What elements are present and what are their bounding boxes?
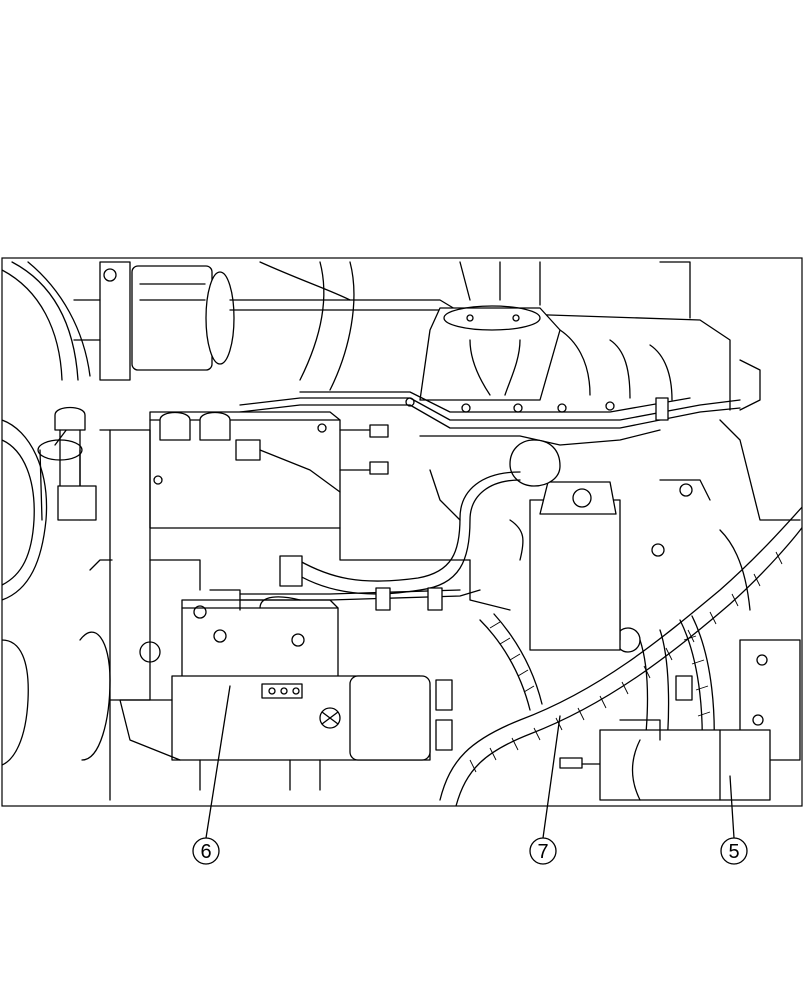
callout-7: 7 [529, 837, 557, 865]
wiring-harness [439, 506, 802, 806]
injection-pump-block [149, 411, 389, 529]
starter-motor [119, 641, 453, 791]
callout-6-label: 6 [200, 841, 211, 863]
starter-solenoid [599, 719, 771, 801]
engine-illustration [2, 261, 802, 806]
callout-6: 6 [192, 837, 220, 865]
alternator [73, 261, 235, 381]
manifold [405, 305, 673, 413]
callout-7-label: 7 [537, 841, 548, 863]
fuel-lines-upper [239, 359, 761, 446]
callout-5: 5 [720, 837, 748, 865]
oil-filler [54, 406, 97, 521]
filter-housing [469, 439, 621, 651]
fuel-filter-head [181, 587, 481, 681]
cylinder-head [229, 261, 731, 411]
callout-leaders [205, 685, 735, 839]
fuel-hose [279, 471, 521, 595]
callout-5-label: 5 [728, 841, 739, 863]
